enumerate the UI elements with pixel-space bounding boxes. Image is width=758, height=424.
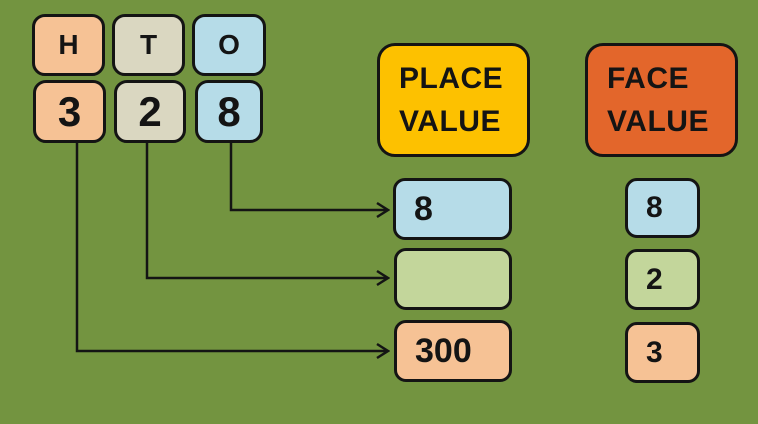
face-value-ones-box: 8 [625, 178, 700, 238]
place-value-header-line2: VALUE [399, 105, 501, 138]
arrow-ones-to-place-value [229, 143, 388, 210]
face-value-hundreds-box: 3 [625, 322, 700, 383]
letter-box-ones: O [192, 14, 266, 76]
digit-box-ones: 8 [195, 80, 263, 143]
face-value-header-line2: VALUE [607, 105, 709, 138]
digit-box-hundreds: 3 [33, 80, 106, 143]
place-value-header-line1: PLACE [399, 62, 504, 95]
arrow-tens-to-place-value [145, 143, 388, 278]
arrow-hundreds-to-place-value [75, 143, 388, 351]
face-value-header-line1: FACE [607, 62, 690, 95]
place-value-header: PLACE VALUE [377, 43, 530, 157]
place-value-hundreds-box: 300 [394, 320, 512, 382]
face-value-tens-box: 2 [625, 249, 700, 310]
place-value-ones-box: 8 [393, 178, 512, 240]
face-value-header: FACE VALUE [585, 43, 738, 157]
letter-box-tens: T [112, 14, 185, 76]
letter-box-hundreds: H [32, 14, 105, 76]
digit-box-tens: 2 [114, 80, 186, 143]
place-value-tens-box [394, 248, 512, 310]
